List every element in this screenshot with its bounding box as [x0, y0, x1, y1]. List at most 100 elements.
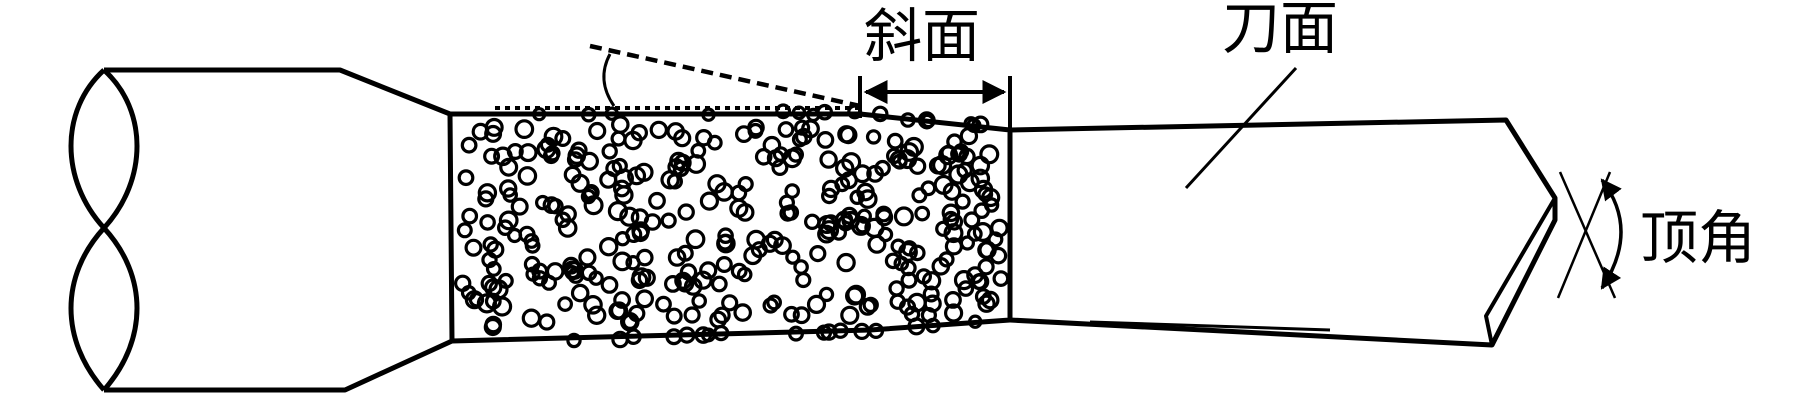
blade-outline [1009, 117, 1558, 348]
grit-particle-166 [853, 164, 872, 184]
grit-particle-315 [943, 303, 964, 323]
blade-face-label: 刀面 [1222, 0, 1338, 62]
grit-particle-247 [793, 259, 809, 275]
grit-particle-249 [713, 306, 731, 324]
grit-particle-305 [941, 203, 961, 223]
grit-particle-272 [601, 143, 618, 160]
grit-particle-24 [922, 285, 940, 303]
apex-angle-indicator [1556, 171, 1623, 299]
grit-particle-130 [817, 224, 836, 244]
grit-particle-183 [754, 148, 773, 166]
grit-particle-158 [557, 218, 578, 238]
grit-particle-215 [649, 120, 669, 140]
grit-particle-361 [871, 105, 889, 123]
grit-particle-93 [648, 191, 666, 210]
bevel-label: 斜面 [864, 2, 980, 70]
grit-particle-204 [898, 298, 917, 316]
grit-particle-77 [821, 179, 841, 199]
grit-particle-236 [783, 305, 800, 323]
grit-particle-329 [613, 168, 634, 189]
grit-particle-269 [717, 227, 734, 244]
grit-particle-304 [517, 166, 538, 186]
grit-particle-175 [655, 295, 672, 313]
grit-particle-122 [710, 275, 728, 293]
grit-particle-307 [900, 259, 917, 277]
grit-particle-352 [712, 324, 730, 342]
grit-particle-219 [730, 184, 748, 202]
grit-particle-54 [733, 303, 752, 322]
grit-particle-109 [664, 275, 682, 293]
grit-particle-241 [856, 182, 875, 202]
grit-particle-156 [987, 231, 1004, 248]
grit-particle-62 [893, 206, 914, 227]
grit-particle-317 [625, 225, 643, 243]
bevel-dimension [858, 76, 1012, 134]
grit-particle-276 [483, 317, 502, 337]
grit-particle-19 [836, 252, 856, 273]
grit-particle-68 [464, 238, 483, 257]
shank-break-curve-back [68, 68, 140, 392]
grit-particle-199 [844, 286, 865, 306]
grit-particle-316 [841, 210, 860, 230]
grit-particle-290 [948, 164, 969, 185]
grit-particle-78 [721, 294, 739, 312]
grit-particle-294 [481, 251, 498, 269]
grit-particle-309 [484, 124, 503, 143]
grit-particle-289 [482, 236, 499, 253]
grit-particle-344 [820, 323, 838, 341]
grit-particle-348 [907, 317, 926, 336]
diamond-grit [454, 103, 1010, 349]
grit-particle-283 [750, 241, 768, 259]
grit-particle-357 [604, 106, 620, 121]
grit-particle-223 [944, 291, 962, 309]
grit-particle-327 [686, 154, 707, 174]
grit-particle-233 [623, 130, 643, 151]
grit-particle-310 [675, 274, 695, 293]
grit-particle-275 [607, 201, 629, 222]
grit-particle-220 [908, 157, 927, 175]
grit-particle-277 [921, 271, 942, 291]
grit-particle-267 [992, 270, 1010, 288]
apex-line-2 [1556, 171, 1612, 299]
grit-particle-188 [959, 235, 976, 251]
grit-particle-359 [968, 314, 983, 329]
blade [1009, 117, 1558, 348]
grit-particle-98 [819, 150, 838, 169]
grit-particle-299 [730, 262, 748, 280]
grit-particle-107 [954, 193, 971, 210]
grit-particle-200 [908, 244, 926, 262]
grit-particle-314 [890, 238, 906, 254]
grit-particle-152 [580, 264, 598, 282]
grit-particle-222 [673, 129, 692, 148]
grit-particle-58 [570, 283, 590, 303]
bevel-angle-indicator [495, 43, 861, 110]
grit-particle-313 [667, 158, 686, 176]
grit-particle-37 [457, 169, 475, 187]
grit-particle-303 [970, 155, 991, 176]
shank [68, 67, 454, 393]
grit-particle-159 [795, 271, 812, 289]
shank-upper-edge [104, 67, 451, 117]
grit-particle-333 [853, 322, 871, 340]
grit-particle-226 [610, 115, 630, 134]
grit-particle-232 [816, 130, 835, 149]
grit-particle-351 [775, 103, 792, 120]
grit-particle-354 [963, 116, 979, 132]
grit-particle-323 [953, 270, 975, 291]
grit-particle-252 [874, 159, 891, 177]
grit-particle-328 [877, 226, 894, 243]
grit-particle-339 [806, 107, 821, 123]
grit-particle-12 [777, 121, 795, 138]
grit-particle-94 [707, 174, 727, 194]
grit-particle-320 [497, 272, 514, 289]
grit-particle-145 [557, 296, 573, 313]
grit-particle-55 [839, 125, 858, 145]
grit-particle-287 [923, 294, 942, 313]
grit-particle-44 [518, 143, 538, 163]
grit-particle-205 [506, 143, 524, 161]
grit-particle-80 [582, 185, 599, 202]
grit-particle-134 [521, 308, 542, 328]
grit-particle-235 [635, 289, 654, 309]
grit-particle-117 [699, 261, 718, 280]
